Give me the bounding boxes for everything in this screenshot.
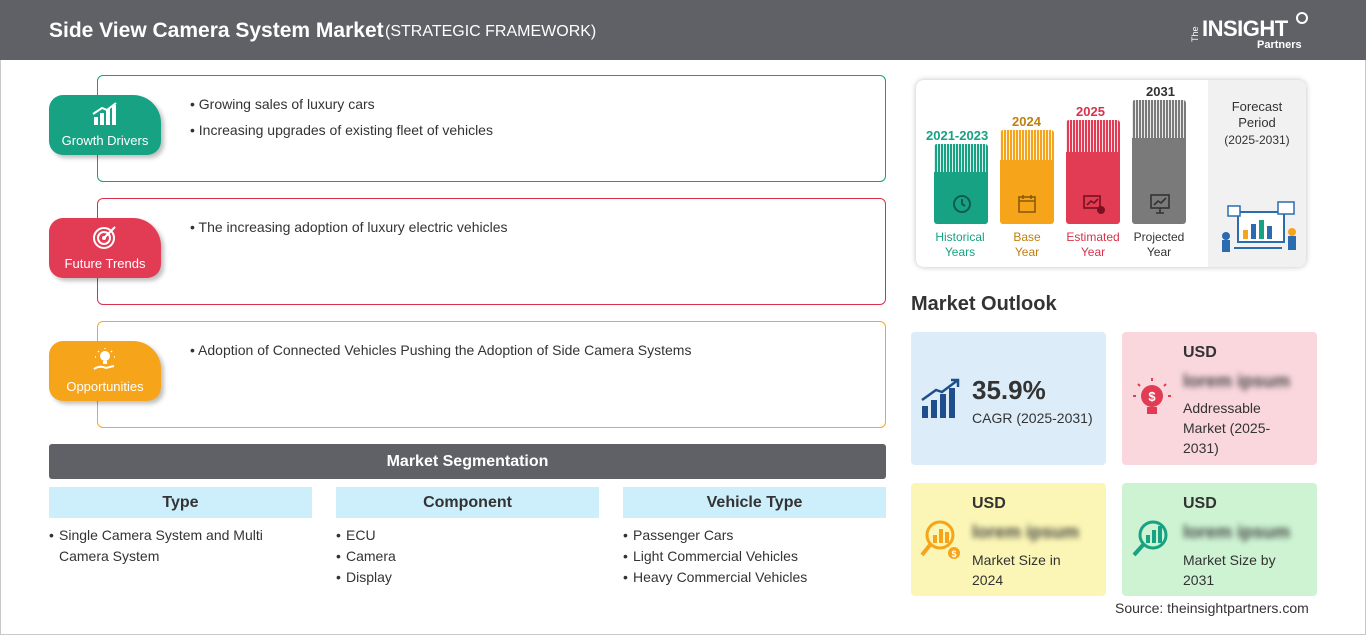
timeline-label-line: Years — [944, 245, 976, 259]
timeline-label-line: Base — [1013, 230, 1041, 244]
company-logo: The INSIGHT Partners — [1190, 12, 1315, 54]
addressable-label: Addressable Market (2025-2031) — [1183, 400, 1271, 456]
timeline-year: 2025 — [1076, 104, 1105, 119]
target-icon — [93, 226, 116, 249]
presentation-board-icon — [1150, 194, 1170, 214]
size-2024-value: lorem ipsum — [972, 522, 1080, 542]
market-size-2024-box: $ USD lorem ipsum Market Size in 2024 — [911, 483, 1106, 596]
size-2031-usd: USD — [1183, 495, 1217, 512]
list-item: Single Camera System and Multi Camera Sy… — [49, 525, 312, 567]
magnifier-growth-icon — [1132, 520, 1168, 557]
svg-text:$: $ — [951, 549, 956, 559]
market-size-2031-box: USD lorem ipsum Market Size by 2031 — [1122, 483, 1317, 596]
page-title: Side View Camera System Market — [49, 19, 384, 42]
opportunities-badge: Opportunities — [49, 341, 161, 401]
segment-head: Type — [49, 487, 312, 518]
svg-text:$: $ — [1148, 389, 1156, 404]
forecast-title: Forecast Period — [1208, 99, 1306, 131]
list-item: Camera — [336, 546, 599, 567]
timeline-label-line: Year — [1014, 245, 1040, 259]
cagr-value: 35.9% — [972, 375, 1046, 405]
segmentation-title: Market Segmentation — [49, 444, 886, 479]
header-bar: Side View Camera System Market (STRATEGI… — [0, 0, 1366, 60]
future-trends-badge: Future Trends — [49, 218, 161, 278]
market-outlook-title: Market Outlook — [911, 293, 1057, 315]
timeline-stripes — [1066, 120, 1120, 152]
size-2031-label: Market Size by 2031 — [1183, 552, 1276, 588]
logo-insight: INSIGHT — [1202, 16, 1288, 41]
list-item: The increasing adoption of luxury electr… — [190, 219, 508, 235]
forecast-title-text: Forecast Period — [1231, 99, 1283, 130]
page-subtitle: (STRATEGIC FRAMEWORK) — [385, 23, 597, 40]
timeline-label-line: Estimated — [1066, 230, 1120, 244]
list-item: ECU — [336, 525, 599, 546]
bar-chart-growth-icon — [92, 102, 117, 125]
badge-label: Growth Drivers — [61, 133, 149, 148]
timeline-label: Base Year — [992, 230, 1062, 260]
timeline-label: Estimated Year — [1058, 230, 1128, 260]
timeline-panel: 2021-2023 Historical Years 2024 Base Yea… — [916, 80, 1306, 267]
badge-label: Future Trends — [64, 256, 146, 271]
forecast-range: (2025-2031) — [1224, 133, 1290, 147]
list-item: Display — [336, 567, 599, 588]
timeline-label-line: Year — [1080, 245, 1106, 259]
size-2031-value: lorem ipsum — [1183, 522, 1291, 542]
magnifier-chart-icon: $ — [920, 520, 960, 559]
timeline-stripes — [1000, 130, 1054, 160]
size-2024-label: Market Size in 2024 — [972, 552, 1061, 588]
timeline-label-line: Projected — [1133, 230, 1185, 244]
cagr-box: 35.9% CAGR (2025-2031) — [911, 332, 1106, 465]
timeline-label-line: Year — [1146, 245, 1172, 259]
size-2024-usd: USD — [972, 495, 1006, 512]
growth-drivers-card: Growing sales of luxury cars Increasing … — [97, 75, 886, 182]
cagr-label: CAGR (2025-2031) — [972, 410, 1093, 426]
timeline-stripes — [934, 144, 988, 172]
list-item: Growing sales of luxury cars — [190, 96, 493, 112]
addressable-market-box: $ USD lorem ipsum Addressable Market (20… — [1122, 332, 1317, 465]
list-item: Adoption of Connected Vehicles Pushing t… — [190, 342, 691, 358]
segment-component: Component ECU Camera Display — [336, 487, 599, 588]
growth-drivers-badge: Growth Drivers — [49, 95, 161, 155]
growth-chart-icon — [921, 378, 960, 418]
source-credit: Source: theinsightpartners.com — [1115, 600, 1309, 616]
list-item: Light Commercial Vehicles — [623, 546, 886, 567]
future-trends-card: The increasing adoption of luxury electr… — [97, 198, 886, 305]
dollar-bulb-icon: $ — [1133, 378, 1171, 414]
timeline-stripes — [1132, 100, 1186, 138]
timeline-year: 2021-2023 — [926, 128, 989, 143]
logo-partners: Partners — [1257, 39, 1302, 51]
timeline-label-line: Historical — [935, 230, 985, 244]
timeline-label: Projected Year — [1124, 230, 1194, 260]
list-item: Heavy Commercial Vehicles — [623, 567, 886, 588]
list-item: Passenger Cars — [623, 525, 886, 546]
forecast-period-panel: Forecast Period (2025-2031) — [1208, 80, 1306, 267]
addressable-value: lorem ipsum — [1183, 371, 1291, 391]
lightbulb-hand-icon — [93, 348, 115, 370]
addressable-usd: USD — [1183, 344, 1217, 361]
estimate-chart-icon — [1083, 195, 1105, 214]
analyst-dashboard-icon — [1222, 201, 1296, 252]
opportunities-card: Adoption of Connected Vehicles Pushing t… — [97, 321, 886, 428]
history-clock-icon — [953, 195, 971, 213]
timeline-year: 2031 — [1146, 84, 1175, 99]
segment-type: Type Single Camera System and Multi Came… — [49, 487, 312, 567]
list-item: Increasing upgrades of existing fleet of… — [190, 122, 493, 138]
calendar-icon — [1018, 195, 1036, 213]
logo-the: The — [1190, 26, 1200, 42]
segment-head: Vehicle Type — [623, 487, 886, 518]
timeline-year: 2024 — [1012, 114, 1041, 129]
segment-vehicle-type: Vehicle Type Passenger Cars Light Commer… — [623, 487, 886, 588]
timeline-label: Historical Years — [925, 230, 995, 260]
segment-head: Component — [336, 487, 599, 518]
logo-ring-icon — [1296, 12, 1308, 24]
badge-label: Opportunities — [66, 379, 144, 394]
